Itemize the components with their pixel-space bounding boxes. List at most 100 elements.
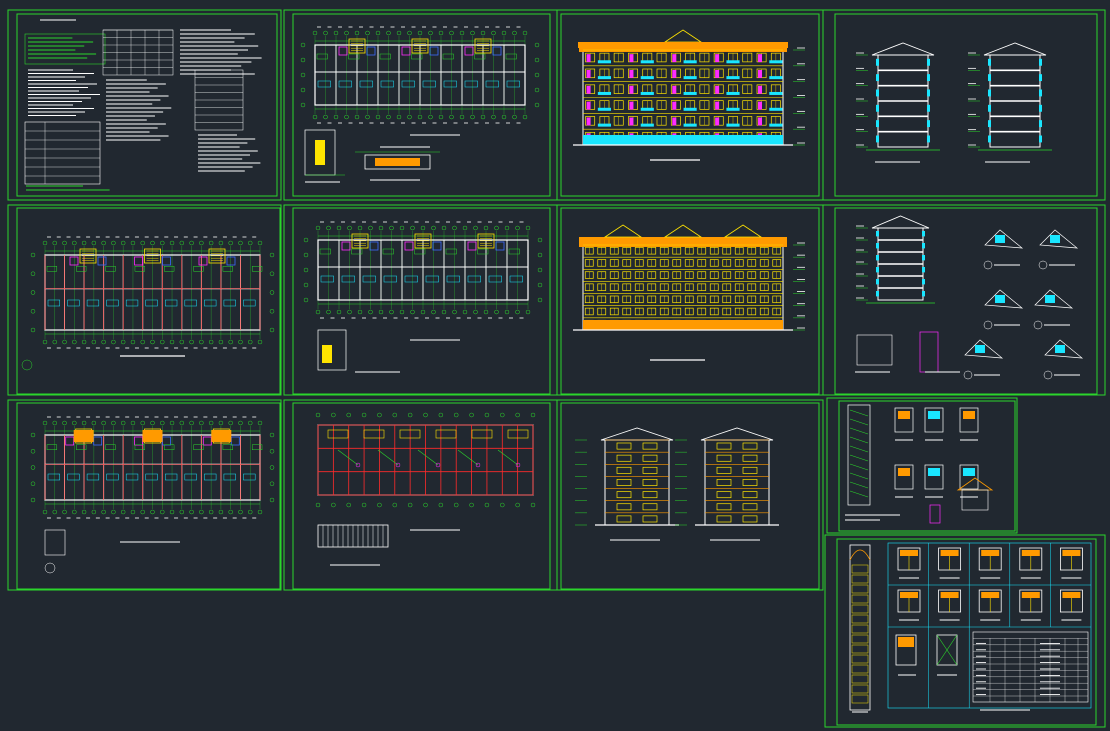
circle-mark xyxy=(130,240,136,246)
rect-mark xyxy=(477,248,489,255)
circle-mark xyxy=(269,449,275,454)
circle-mark xyxy=(189,420,194,426)
sheet-front-elevation[interactable] xyxy=(556,9,824,201)
rect-mark xyxy=(464,46,474,56)
rect-mark xyxy=(876,279,879,285)
rect-mark xyxy=(69,256,79,266)
rect-mark xyxy=(204,299,217,307)
rect-mark xyxy=(876,120,879,128)
rect-mark xyxy=(642,479,658,486)
rect-mark xyxy=(162,256,171,266)
rect-mark xyxy=(742,503,758,511)
rect-mark xyxy=(975,345,985,353)
sheet-rear-elevation[interactable] xyxy=(556,204,824,396)
rect-mark xyxy=(401,46,411,56)
circle-mark xyxy=(389,309,394,315)
circle-mark xyxy=(331,412,336,418)
rect-mark xyxy=(769,60,783,64)
rect-mark xyxy=(105,444,116,450)
rect-mark xyxy=(640,60,654,64)
rect-mark xyxy=(474,38,492,54)
sheet-ground-floor-plan[interactable] xyxy=(7,204,282,396)
rect-mark xyxy=(924,464,944,490)
rect-mark xyxy=(208,248,226,264)
circle-mark xyxy=(315,309,321,315)
rect-mark xyxy=(432,241,442,251)
rect-mark xyxy=(876,74,879,82)
circle-mark xyxy=(199,420,204,426)
rect-mark xyxy=(586,101,591,110)
circle-mark xyxy=(169,240,175,246)
sheet-door-window-schedule[interactable] xyxy=(824,534,1106,728)
circle-mark xyxy=(30,449,36,454)
rect-mark xyxy=(887,542,1092,709)
rect-mark xyxy=(1039,89,1042,97)
sheet-sections-1[interactable] xyxy=(822,9,1106,201)
circle-mark xyxy=(423,412,428,418)
rect-mark xyxy=(940,550,959,556)
rect-mark xyxy=(716,454,732,462)
detail-mark xyxy=(984,229,1024,249)
sheet-side-elevations[interactable] xyxy=(556,399,824,591)
sheet-foundation-plan[interactable] xyxy=(283,399,558,591)
circle-mark xyxy=(983,260,993,270)
circle-mark xyxy=(459,114,465,120)
rect-mark xyxy=(927,120,930,128)
circle-mark xyxy=(238,420,243,426)
rect-mark xyxy=(1055,345,1065,353)
circle-mark xyxy=(512,30,517,36)
circle-mark xyxy=(470,114,475,120)
rect-mark xyxy=(222,444,233,450)
circle-mark xyxy=(44,562,56,574)
rect-mark xyxy=(758,54,762,63)
circle-mark xyxy=(480,114,486,120)
rect-mark xyxy=(251,444,263,450)
circle-mark xyxy=(62,240,67,246)
rect-mark xyxy=(46,444,58,450)
rect-mark xyxy=(184,473,197,481)
circle-mark xyxy=(257,240,263,246)
rect-mark xyxy=(851,614,869,624)
rect-mark xyxy=(348,53,360,60)
circle-mark xyxy=(30,497,36,503)
rect-mark xyxy=(672,54,677,63)
sheet-design-notes[interactable] xyxy=(7,9,282,201)
rect-mark xyxy=(894,464,914,490)
circle-mark xyxy=(537,237,543,243)
rect-mark xyxy=(193,444,204,450)
rect-mark xyxy=(936,634,958,666)
circle-mark xyxy=(417,30,423,36)
rect-mark xyxy=(404,241,414,251)
sheet-section-and-details[interactable] xyxy=(822,204,1106,396)
circle-mark xyxy=(438,30,444,36)
circle-mark xyxy=(354,114,360,120)
circle-mark xyxy=(500,412,505,418)
circle-mark xyxy=(347,309,352,315)
line-mark xyxy=(377,449,399,466)
circle-mark xyxy=(452,309,457,315)
circle-mark xyxy=(473,225,478,231)
rect-mark xyxy=(467,275,481,283)
circle-mark xyxy=(537,282,543,288)
rect-mark xyxy=(341,241,351,251)
sheet-stair-details[interactable] xyxy=(826,397,1018,534)
circle-mark xyxy=(530,412,536,418)
circle-mark xyxy=(91,339,97,345)
circle-mark xyxy=(407,114,412,120)
circle-mark xyxy=(72,240,77,246)
sheet-first-floor-plan[interactable] xyxy=(7,399,282,591)
circle-mark xyxy=(389,225,394,231)
circle-mark xyxy=(218,509,224,515)
rect-mark xyxy=(672,85,677,94)
rect-mark xyxy=(769,91,783,95)
circle-mark xyxy=(534,42,540,48)
rect-mark xyxy=(742,454,758,462)
rect-mark xyxy=(959,407,979,433)
sheet-standard-floor-plan[interactable] xyxy=(283,204,558,396)
line-mark xyxy=(849,418,869,426)
circle-mark xyxy=(326,309,331,315)
sheet-roof-plan[interactable] xyxy=(283,9,558,201)
rect-mark xyxy=(198,256,208,266)
circle-mark xyxy=(179,240,185,246)
rect-mark xyxy=(467,241,477,251)
